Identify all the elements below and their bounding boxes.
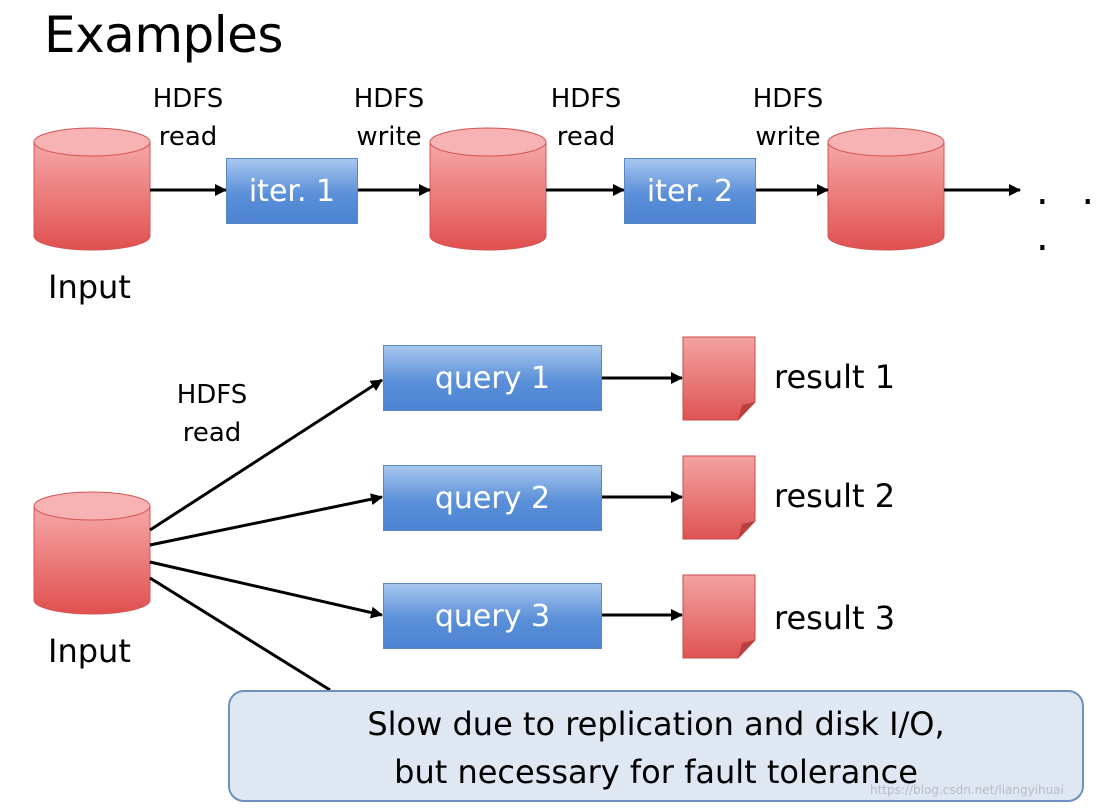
edge-label-write-2: HDFS write [733,80,843,156]
edge-label-line1: HDFS [176,380,248,410]
edge-label-line2: read [182,418,242,448]
iteration-box-2: iter. 2 [624,158,756,224]
edge-label-read-1: HDFS read [138,80,238,156]
edge-label-line1: HDFS [550,84,622,114]
arrow-to-query-3 [149,560,383,619]
page-title: Examples [44,6,283,64]
edge-label-read-2: HDFS read [536,80,636,156]
storage-cylinder-input-top [33,127,151,251]
result-label-2: result 2 [774,477,896,515]
result-document-2 [682,455,756,540]
query-box-1: query 1 [383,345,602,411]
continuation-ellipsis: . . . [1036,168,1105,260]
result-document-1 [682,336,756,421]
storage-cylinder-end [827,127,945,251]
edge-label-line1: HDFS [353,84,425,114]
storage-cylinder-input-bottom [33,491,151,615]
edge-label-line1: HDFS [152,84,224,114]
query-box-3: query 3 [383,583,602,649]
edge-label-line2: write [356,122,422,152]
query-box-2: query 2 [383,465,602,531]
result-label-3: result 3 [774,599,896,637]
edge-label-line1: HDFS [752,84,824,114]
input-label-top: Input [48,268,131,306]
edge-label-line2: read [158,122,218,152]
callout-box: Slow due to replication and disk I/O, bu… [228,690,1084,802]
callout-line1: Slow due to replication and disk I/O, [367,705,945,743]
result-label-1: result 1 [774,358,896,396]
result-document-3 [682,574,756,659]
arrow-to-query-2 [149,493,383,547]
edge-label-line2: write [755,122,821,152]
storage-cylinder-mid [429,127,547,251]
watermark: https://blog.csdn.net/liangyihuai [870,783,1064,797]
iteration-box-1: iter. 1 [226,158,358,224]
callout-line2: but necessary for fault tolerance [394,753,918,791]
edge-label-write-1: HDFS write [334,80,444,156]
edge-label-read-fanout: HDFS read [160,376,264,452]
edge-label-line2: read [556,122,616,152]
input-label-bottom: Input [48,632,131,670]
arrow-to-hidden-query [149,576,331,692]
arrow-to-query-1 [149,378,383,532]
